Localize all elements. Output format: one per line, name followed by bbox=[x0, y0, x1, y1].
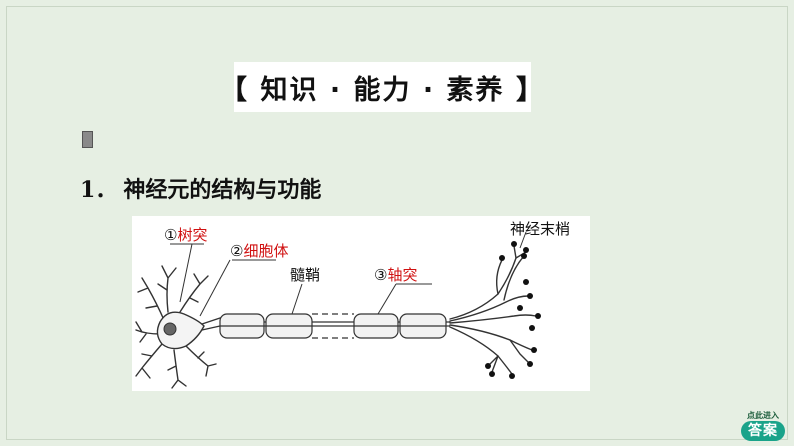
neuron-illustration bbox=[135, 231, 541, 389]
label-axon: ③轴突 bbox=[374, 264, 417, 285]
terminal-branch-1 bbox=[449, 257, 517, 320]
section-heading: 1．神经元的结构与功能 bbox=[80, 172, 321, 204]
synaptic-knob bbox=[489, 371, 495, 377]
synaptic-knob bbox=[527, 361, 533, 367]
synaptic-knob bbox=[509, 373, 515, 379]
dendrite-branch-bottom bbox=[167, 349, 187, 389]
synaptic-knob bbox=[523, 247, 529, 253]
terminal-branch-3 bbox=[449, 314, 537, 324]
label-dendrite: ①树突 bbox=[164, 224, 207, 245]
synaptic-knob bbox=[485, 363, 491, 369]
slide-marker-icon bbox=[82, 131, 93, 148]
synaptic-knob bbox=[521, 253, 527, 259]
slide-frame bbox=[6, 6, 788, 440]
label-cell-body-answer: 细胞体 bbox=[243, 242, 289, 260]
terminal-branch-5 bbox=[449, 326, 513, 375]
slide-title: 【 知识 · 能力 · 素养 】 bbox=[220, 62, 543, 112]
heading-text: 神经元的结构与功能 bbox=[123, 178, 322, 203]
synaptic-knob bbox=[531, 347, 537, 353]
dendrite-branch-upper-right bbox=[179, 273, 209, 313]
terminal-branch-4 bbox=[449, 324, 533, 351]
nucleus-shape bbox=[163, 322, 177, 336]
label-cell-body-number: ② bbox=[230, 242, 244, 260]
label-myelin: 髓鞘 bbox=[290, 266, 321, 284]
label-axon-number: ③ bbox=[374, 266, 388, 284]
synaptic-knob bbox=[529, 325, 535, 331]
label-dendrite-number: ① bbox=[164, 226, 178, 244]
view-answer-caption: 点此进入 bbox=[747, 411, 779, 420]
synaptic-knob bbox=[523, 279, 529, 285]
label-axon-answer: 轴突 bbox=[387, 266, 418, 284]
terminal-branch-2 bbox=[449, 295, 529, 322]
dendrite-branch-left bbox=[137, 277, 165, 321]
heading-number: 1． bbox=[80, 177, 118, 203]
synaptic-knob bbox=[499, 255, 505, 261]
dendrite-branch-top bbox=[157, 265, 177, 313]
label-dendrite-answer: 树突 bbox=[177, 226, 208, 244]
cell-body-outline bbox=[156, 311, 205, 350]
synaptic-knob bbox=[535, 313, 541, 319]
synaptic-knob bbox=[517, 305, 523, 311]
synaptic-knob bbox=[511, 241, 517, 247]
label-cell-body: ②细胞体 bbox=[230, 240, 288, 261]
view-answer-button[interactable]: 点此进入 答案 bbox=[738, 410, 788, 442]
dendrite-branch-lower-right bbox=[185, 345, 217, 377]
synaptic-knob bbox=[527, 293, 533, 299]
neuron-diagram: ①树突 ②细胞体 髓鞘 ③轴突 神经末梢 bbox=[132, 216, 590, 391]
dendrite-branch-far-left bbox=[135, 321, 161, 343]
dendrite-branch-lower-left bbox=[135, 343, 163, 379]
label-nerve-ending: 神经末梢 bbox=[510, 220, 571, 238]
view-answer-label: 答案 bbox=[741, 421, 785, 441]
